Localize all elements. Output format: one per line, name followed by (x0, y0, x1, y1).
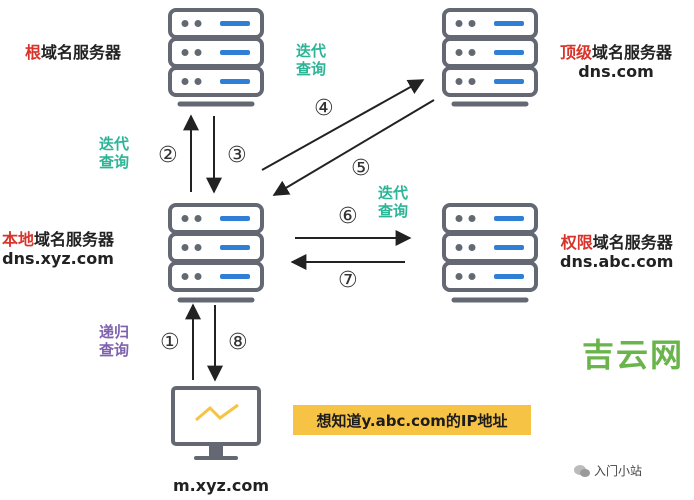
auth-server-label: 权限域名服务器 dns.abc.com (560, 233, 673, 271)
tld-host: dns.com (578, 62, 654, 82)
step-6-badge: ⑥ (338, 204, 358, 229)
arrow-4 (261, 79, 425, 171)
site-watermark: 吉云网 (582, 336, 685, 374)
root-suffix: 域名服务器 (41, 43, 122, 62)
arrows (183, 79, 435, 382)
local-accent: 本地 (2, 230, 35, 249)
iterative-query-label-left: 迭代查询 (99, 135, 130, 171)
root-server-label: 根域名服务器 (25, 43, 121, 62)
step-7-badge: ⑦ (338, 268, 358, 293)
auth-accent: 权限 (560, 233, 593, 252)
client-host-label: m.xyz.com (173, 476, 270, 495)
local-suffix: 域名服务器 (34, 230, 115, 249)
tld-accent: 顶级 (560, 43, 593, 62)
root-server-icon (168, 8, 264, 107)
wechat-name: 入门小站 (594, 464, 643, 478)
tld-suffix: 域名服务器 (592, 43, 673, 62)
wechat-icon (574, 464, 590, 477)
iterative-query-label-right: 迭代查询 (378, 184, 409, 220)
arrow-5 (272, 99, 435, 196)
auth-suffix: 域名服务器 (592, 233, 673, 252)
local-host: dns.xyz.com (2, 249, 114, 269)
tld-server-label: 顶级域名服务器 dns.com (560, 43, 672, 81)
step-3-badge: ③ (227, 143, 247, 168)
auth-server-icon (442, 203, 538, 303)
local-server-icon (168, 203, 264, 303)
step-8-badge: ⑧ (228, 330, 248, 355)
iterative-query-label-top: 迭代查询 (296, 42, 327, 78)
step-5-badge: ⑤ (351, 156, 371, 181)
recursive-query-label: 递归查询 (99, 323, 130, 359)
client-monitor-icon (171, 386, 261, 460)
root-accent: 根 (25, 43, 42, 62)
step-2-badge: ② (158, 143, 178, 168)
wechat-credit: 入门小站 (574, 462, 642, 479)
tld-server-icon (442, 8, 538, 107)
step-4-badge: ④ (314, 96, 334, 121)
question-note: 想知道y.abc.com的IP地址 (293, 405, 531, 435)
auth-host: dns.abc.com (560, 252, 674, 272)
step-1-badge: ① (160, 330, 180, 355)
local-server-label: 本地域名服务器 dns.xyz.com (2, 230, 114, 268)
